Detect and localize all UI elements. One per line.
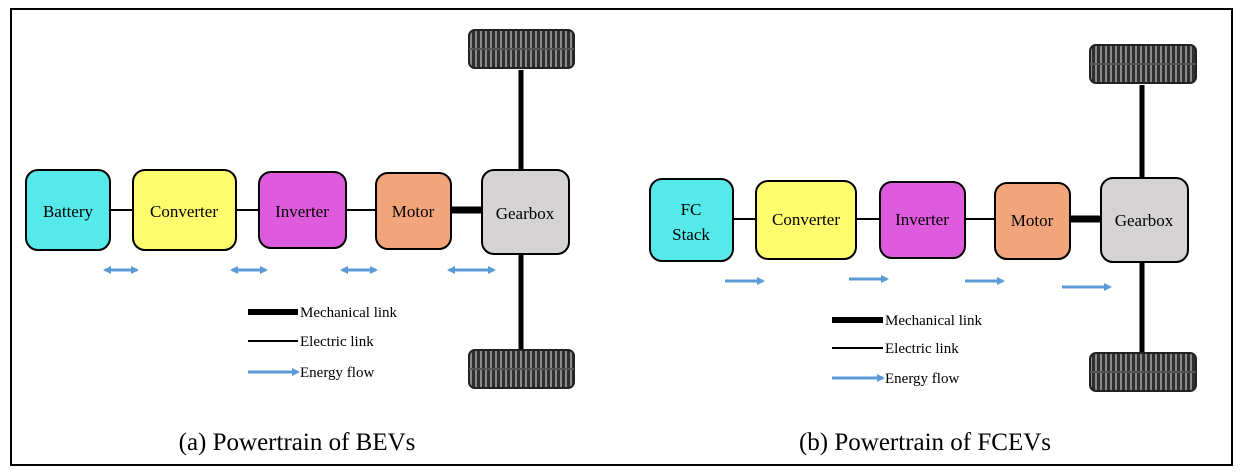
gearbox-block: Gearbox (1100, 177, 1189, 263)
panel-a: Battery Converter Inverter Motor Gearbox… (25, 29, 575, 456)
legend-energy-label: Energy flow (300, 365, 374, 381)
tire-icon (468, 349, 575, 389)
block-label-line2: Stack (672, 225, 710, 244)
motor-block: Motor (375, 172, 452, 250)
inverter-block: Inverter (258, 171, 347, 249)
legend: Mechanical link Electric link Energy flo… (248, 305, 398, 381)
block-label: Converter (772, 210, 840, 229)
tire-icon (1089, 44, 1197, 84)
block-label: Converter (150, 202, 218, 221)
converter-block: Converter (755, 180, 857, 260)
block-label: Inverter (275, 202, 329, 221)
block-label: Motor (392, 202, 435, 221)
block-label: Inverter (895, 210, 949, 229)
gearbox-block: Gearbox (481, 169, 570, 255)
motor-block: Motor (994, 182, 1071, 260)
inverter-block: Inverter (879, 181, 966, 259)
battery-block: Battery (25, 169, 111, 251)
panel-b: FC Stack Converter Inverter Motor Gearbo… (649, 44, 1197, 456)
caption-a: (a) Powertrain of BEVs (179, 429, 416, 456)
legend-mechanical-label: Mechanical link (885, 313, 983, 329)
fc-stack-block: FC Stack (649, 178, 734, 262)
block-label: Battery (43, 202, 94, 221)
tire-icon (468, 29, 575, 69)
block-label: Motor (1011, 211, 1054, 230)
legend-electric-label: Electric link (300, 334, 374, 350)
tire-icon (1089, 352, 1197, 392)
caption-b: (b) Powertrain of FCEVs (799, 429, 1051, 456)
block-label: Gearbox (1115, 211, 1174, 230)
block-label-line1: FC (681, 200, 702, 219)
legend-energy-label: Energy flow (885, 371, 959, 387)
legend-electric-label: Electric link (885, 341, 959, 357)
figure-frame (10, 8, 1233, 466)
legend: Mechanical link Electric link Energy flo… (832, 313, 983, 387)
legend-mechanical-label: Mechanical link (300, 305, 398, 321)
block-label: Gearbox (496, 204, 555, 223)
converter-block: Converter (132, 169, 237, 251)
